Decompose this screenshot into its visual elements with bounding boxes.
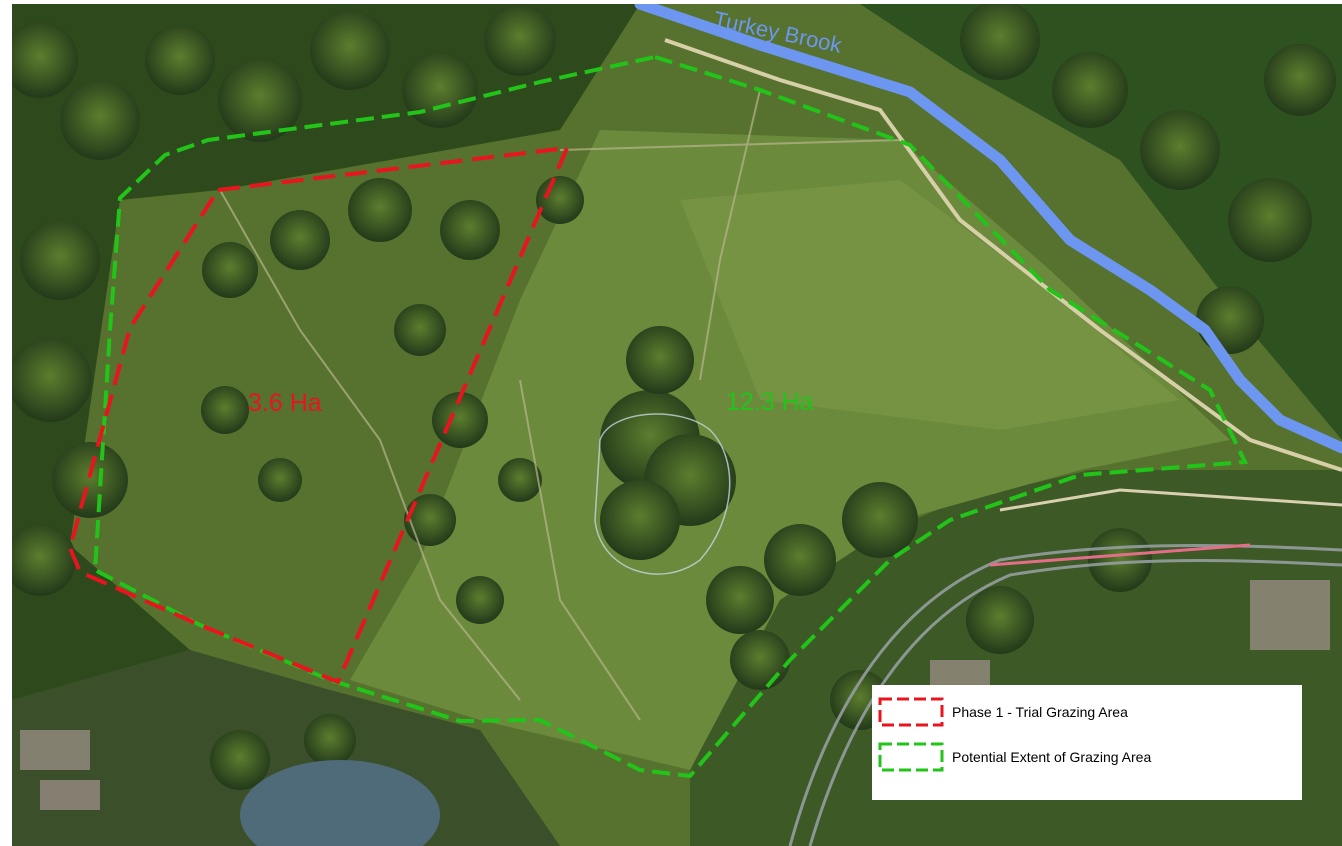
buildings (20, 580, 1330, 810)
reservoir (240, 760, 440, 846)
legend-swatch-potential (878, 742, 944, 772)
riverside-path (664, 38, 1342, 472)
legend-label-phase1: Phase 1 - Trial Grazing Area (952, 704, 1128, 720)
railway-platform (989, 543, 1251, 567)
river-turkey-brook (634, 4, 1342, 454)
woodland-ne (860, 4, 1342, 440)
legend-swatch-phase1 (878, 697, 944, 727)
legend-item-phase1: Phase 1 - Trial Grazing Area (878, 697, 1128, 727)
meadow-east (680, 180, 1180, 430)
phase1-area-label: 3.6 Ha (248, 389, 322, 417)
woodland-west (12, 4, 640, 700)
mound-outline (594, 413, 731, 575)
potential-area-boundary (92, 54, 1249, 779)
footpaths (219, 89, 901, 721)
south-road (999, 488, 1342, 512)
tree-canopy (12, 4, 1336, 790)
legend-label-potential: Potential Extent of Grazing Area (952, 749, 1152, 765)
potential-area-label: 12.3 Ha (726, 388, 814, 416)
phase1-area-boundary (67, 145, 571, 685)
map-legend: Phase 1 - Trial Grazing Area Potential E… (872, 685, 1302, 800)
legend-item-potential: Potential Extent of Grazing Area (878, 742, 1151, 772)
